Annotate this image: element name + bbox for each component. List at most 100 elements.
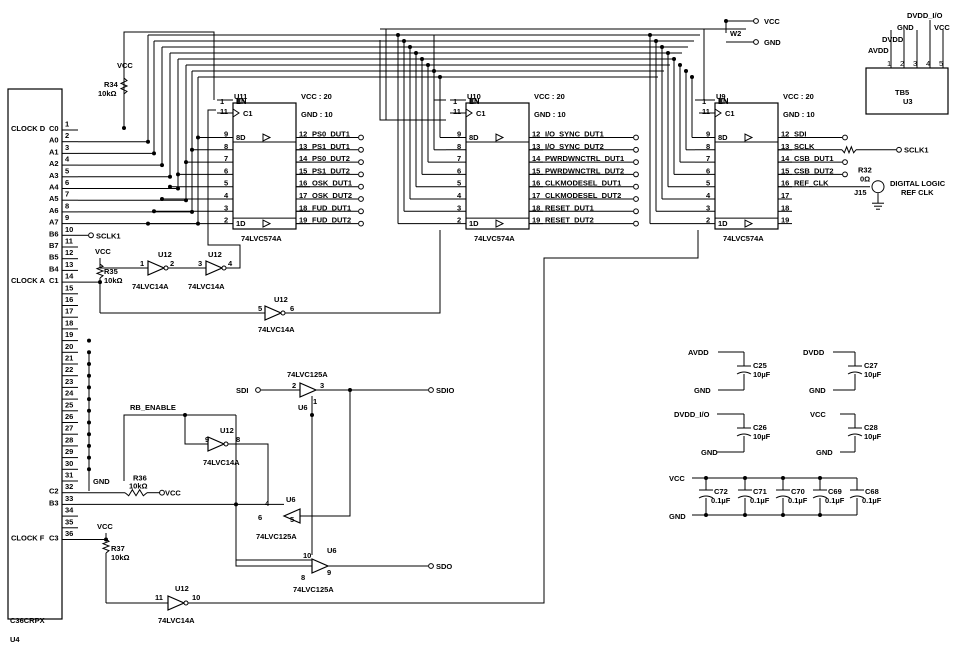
latch-clk-label: C1 xyxy=(725,109,735,118)
connector-pin-number: 16 xyxy=(65,295,73,304)
latch-out-pin: 13 xyxy=(299,142,307,151)
net-terminal xyxy=(842,159,848,166)
latch-out-pin: 13 xyxy=(532,142,540,151)
junction-dot xyxy=(654,39,658,43)
connector-pin-number: 18 xyxy=(65,318,73,327)
vcc-label: VCC xyxy=(117,61,133,70)
latch-clk-label: C1 xyxy=(476,109,486,118)
connector-pin-number: 12 xyxy=(65,248,73,257)
cap-rail-label: AVDD xyxy=(688,348,709,357)
latch-output-net: SCLK xyxy=(794,142,815,151)
latch-clk-label: C1 xyxy=(243,109,253,118)
junction-dot xyxy=(146,221,150,226)
bank-cap-value: 0.1µF xyxy=(825,496,845,505)
latch-en-label: EN xyxy=(236,96,246,105)
latch-U9 xyxy=(714,102,779,230)
connector-pin-number: 17 xyxy=(65,307,73,316)
net-terminal xyxy=(633,220,639,227)
connector-pin-number: 3 xyxy=(65,143,69,152)
sclk1-terminal xyxy=(896,146,902,153)
latch-en-pin: 1 xyxy=(220,97,224,106)
connector-pin-name: A6 xyxy=(49,206,59,215)
latch-out-pin: 12 xyxy=(299,130,307,139)
buffer-flag-icon xyxy=(495,133,505,142)
connector-pin-name: A7 xyxy=(49,218,59,227)
net-terminal xyxy=(358,196,364,202)
latch-clk-pin: 11 xyxy=(702,107,710,116)
inv-part: 74LVC14A xyxy=(158,616,195,625)
r35-value: 10kΩ xyxy=(104,276,123,285)
buffer-flag-icon xyxy=(495,219,505,228)
buf-pin: 2 xyxy=(292,381,296,390)
w2-gnd-terminal xyxy=(753,39,759,45)
inverter-u12-c xyxy=(264,305,283,321)
net-terminal xyxy=(358,220,364,227)
latch-output-net: FUD_DUT1 xyxy=(312,203,351,212)
connector-pin-number: 19 xyxy=(65,330,73,339)
bank-cap-ref: C71 xyxy=(753,487,767,496)
junction-dot xyxy=(704,513,708,517)
w2-vcc-terminal xyxy=(753,18,759,24)
r32-ref: R32 xyxy=(858,165,872,174)
junction-dot xyxy=(818,513,822,517)
net-terminal xyxy=(633,134,639,141)
bank-cap-ref: C72 xyxy=(714,487,728,496)
junction-dot xyxy=(98,280,102,285)
latch-in-pin: 4 xyxy=(706,191,711,200)
inv-pin: 8 xyxy=(236,435,240,444)
junction-dot xyxy=(690,75,694,79)
connector-pin-name: B6 xyxy=(49,229,59,238)
junction-dot xyxy=(781,476,785,480)
bank-cap-value: 0.1µF xyxy=(750,496,770,505)
cap-ref: C25 xyxy=(753,361,767,370)
inverter-bubble xyxy=(280,310,286,316)
connector-pin-name: B7 xyxy=(49,241,59,250)
capacitor-0.1uf-plate2 xyxy=(812,495,828,499)
junction-dot xyxy=(87,455,91,460)
buf-ref: U6 xyxy=(286,495,296,504)
buf-pin: 9 xyxy=(327,568,331,577)
latch-out-pin: 19 xyxy=(299,216,307,225)
connector-pin-name: A5 xyxy=(49,194,59,203)
net-terminal xyxy=(633,183,639,190)
net-terminal xyxy=(633,196,639,202)
r37-ref: R37 xyxy=(111,544,125,553)
r34-ref: R34 xyxy=(104,80,119,89)
cap-gnd-label: GND xyxy=(701,448,718,457)
tb5-pin: 5 xyxy=(939,59,943,68)
connector-pin-name: A2 xyxy=(49,159,59,168)
connector-pin-number: 31 xyxy=(65,471,73,480)
clock-edge-icon xyxy=(465,108,473,118)
connector-pin-name: C0 xyxy=(49,124,59,133)
capacitor-0.1uf-plate2 xyxy=(775,495,791,499)
inv-pin: 3 xyxy=(198,259,202,268)
buffer-wire xyxy=(235,560,312,567)
tb5-pin: 3 xyxy=(913,59,917,68)
net-terminal xyxy=(358,146,364,153)
inverter-u12-b xyxy=(205,260,224,276)
latch-1d-label: 1D xyxy=(469,219,479,228)
latch-in-pin: 8 xyxy=(457,142,461,151)
latch-8d-label: 8D xyxy=(718,133,728,142)
connector-pin-number: 32 xyxy=(65,482,73,491)
connector-ref-label: U4 xyxy=(10,635,20,644)
latch-clk-pin: 11 xyxy=(453,107,461,116)
capacitor-0.1uf-plate2 xyxy=(737,495,753,499)
buf-pin: 8 xyxy=(301,573,305,582)
vcc-label: VCC xyxy=(165,489,181,498)
latch-in-pin: 7 xyxy=(457,154,461,163)
junction-dot xyxy=(672,57,676,61)
latch-out-pin: 14 xyxy=(299,154,308,163)
resistor-r34 xyxy=(119,77,129,95)
net-terminal xyxy=(633,171,639,178)
latch-en-label: EN xyxy=(469,96,479,105)
cap-value: 10µF xyxy=(753,432,771,441)
latch-output-net: RESET_DUT2 xyxy=(545,216,594,225)
latch-part-label: 74LVC574A xyxy=(723,234,764,243)
sdi-label: SDI xyxy=(236,386,249,395)
net-terminal xyxy=(255,387,261,393)
latch-output-net: CSB_DUT2 xyxy=(794,166,834,175)
junction-dot xyxy=(87,362,91,366)
junction-dot xyxy=(87,420,91,425)
